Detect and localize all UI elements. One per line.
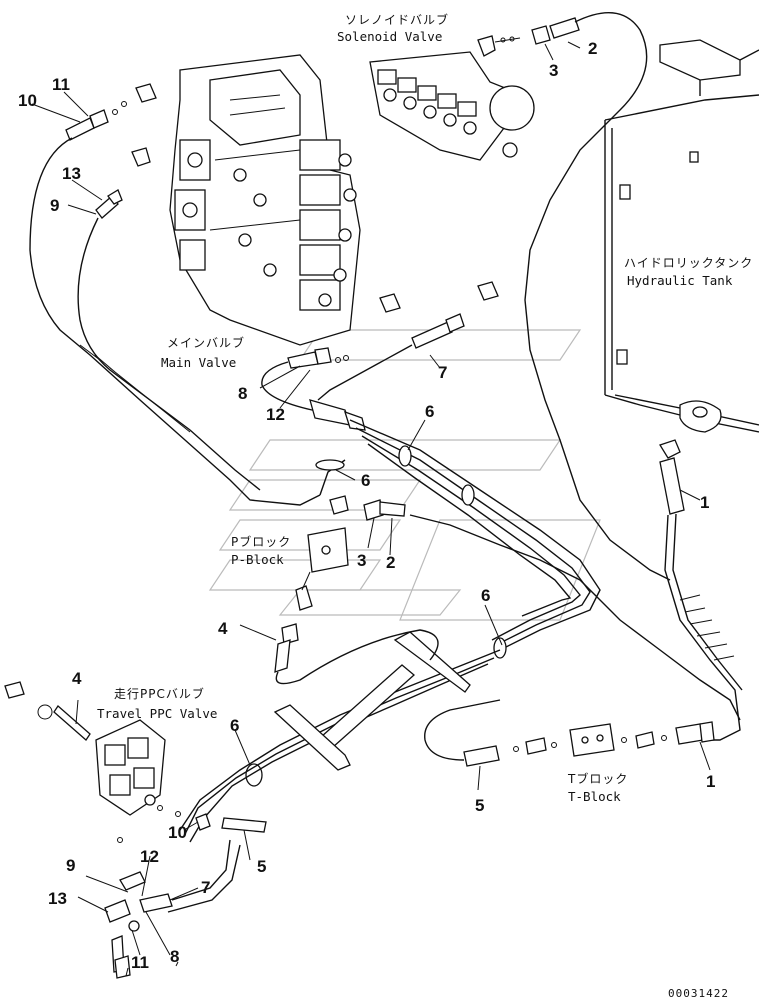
callout-13: 13 xyxy=(62,164,81,183)
callout-6: 6 xyxy=(481,586,490,605)
hose-bundle xyxy=(179,419,601,843)
p-block-label-en: P-Block xyxy=(231,552,284,567)
p-block-label-jp: Pブロック xyxy=(231,534,291,549)
callout-6: 6 xyxy=(230,716,239,735)
callout-7: 7 xyxy=(201,878,210,897)
leader-lines xyxy=(31,41,711,977)
callout-1: 1 xyxy=(706,772,715,791)
tank-return-hose xyxy=(409,12,743,745)
travel-ppc-valve-label-en: Travel PPC Valve xyxy=(97,706,217,721)
watermark-logo xyxy=(208,329,601,621)
t-block xyxy=(424,699,667,767)
callout-6: 6 xyxy=(361,471,370,490)
hydraulic-tank-label-jp: ハイドロリックタンク xyxy=(624,256,753,270)
callout-10: 10 xyxy=(168,823,187,842)
t-block-label-jp: Tブロック xyxy=(567,771,628,786)
callout-8: 8 xyxy=(170,947,179,966)
center-hose-assembly xyxy=(261,313,465,431)
callout-9: 9 xyxy=(66,856,75,875)
main-valve-label-en: Main Valve xyxy=(161,355,236,370)
p-block xyxy=(274,495,439,685)
figure-code: 00031422 xyxy=(668,987,729,1000)
hydraulic-tank-label-en: Hydraulic Tank xyxy=(627,273,733,288)
t-block-label-en: T-Block xyxy=(568,789,621,804)
callout-4: 4 xyxy=(72,669,82,688)
travel-ppc-valve-label-jp: 走行PPCバルブ xyxy=(114,686,205,701)
callout-1: 1 xyxy=(700,493,709,512)
callout-5: 5 xyxy=(475,796,484,815)
callout-12: 12 xyxy=(140,847,159,866)
callout-3: 3 xyxy=(357,551,366,570)
callout-5: 5 xyxy=(257,857,266,876)
callout-13: 13 xyxy=(48,889,67,908)
solenoid-valve-label-jp: ソレノイドバルブ xyxy=(345,12,449,27)
callout-2: 2 xyxy=(588,39,597,58)
travel-ppc-valve xyxy=(4,681,267,979)
solenoid-valve-label-en: Solenoid Valve xyxy=(337,29,442,44)
part-callouts: 11 10 13 9 2 3 7 8 12 6 6 3 2 1 4 6 4 6 … xyxy=(18,39,715,972)
callout-7: 7 xyxy=(438,363,447,382)
solenoid-valve xyxy=(369,17,580,161)
callout-2: 2 xyxy=(386,553,395,572)
component-labels: ソレノイドバルブ Solenoid Valve メインバルブ Main Valv… xyxy=(97,12,753,804)
callout-9: 9 xyxy=(50,196,59,215)
main-valve xyxy=(131,54,499,346)
callout-6: 6 xyxy=(425,402,434,421)
callout-11: 11 xyxy=(131,953,149,972)
left-hose-assembly xyxy=(29,101,346,506)
callout-11: 11 xyxy=(52,75,70,94)
main-valve-label-jp: メインバルブ xyxy=(167,335,245,350)
callout-3: 3 xyxy=(549,61,558,80)
callout-12: 12 xyxy=(266,405,285,424)
callout-4: 4 xyxy=(218,619,228,638)
hydraulic-tank xyxy=(604,39,759,459)
callout-8: 8 xyxy=(238,384,247,403)
callout-10: 10 xyxy=(18,91,37,110)
